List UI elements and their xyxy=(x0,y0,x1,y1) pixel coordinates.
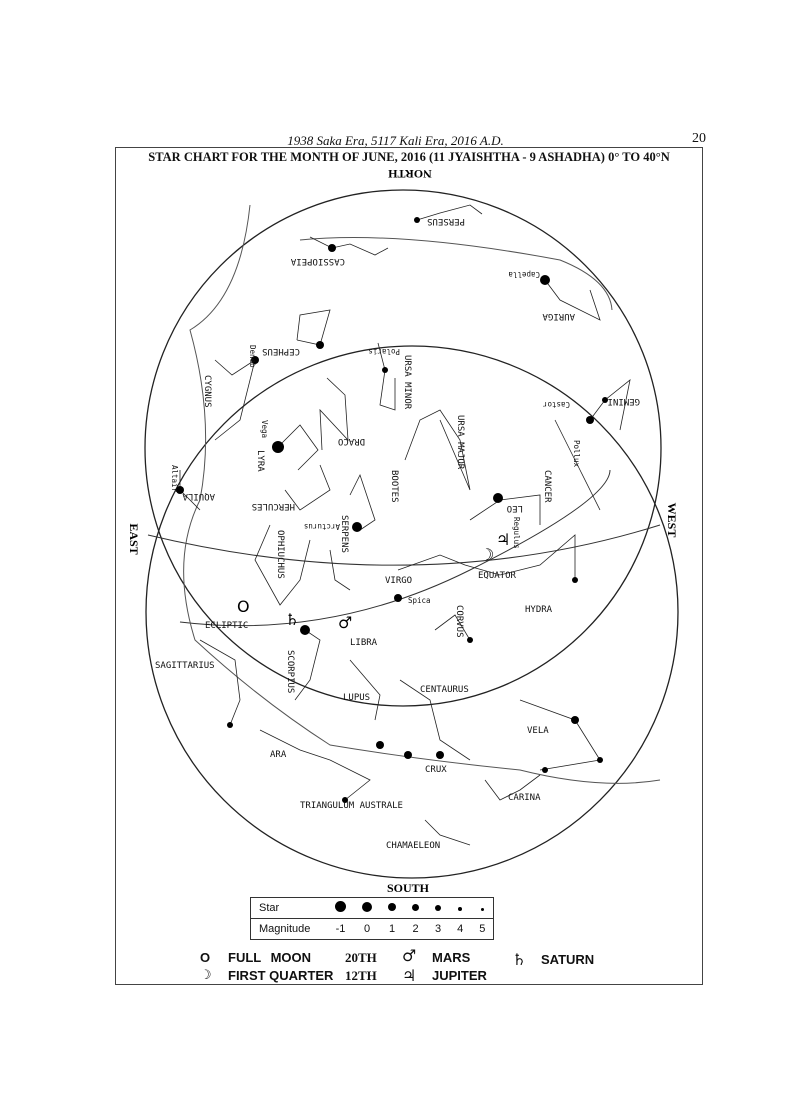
constellation-label: CHAMAELEON xyxy=(386,841,440,851)
constellation-label: CEPHEUS xyxy=(262,346,300,356)
constellation-label: HERCULES xyxy=(252,501,295,511)
star-label: Vega xyxy=(260,420,269,438)
constellation-label: PERSEUS xyxy=(427,216,465,226)
magnitude-value: 3 xyxy=(427,918,450,940)
full-moon-icon: O xyxy=(200,950,211,965)
north-label: NORTH xyxy=(388,167,432,181)
magnitude-value: 0 xyxy=(354,918,380,940)
constellation-label: VIRGO xyxy=(385,576,412,586)
jupiter-label: JUPITER xyxy=(432,968,487,983)
mars-icon: ♂ xyxy=(338,613,352,632)
constellation-label: OPHIUCHUS xyxy=(275,530,285,579)
west-label: WEST xyxy=(665,503,679,538)
constellation-label: GEMINI xyxy=(607,396,640,406)
saturn-label: SATURN xyxy=(541,952,595,967)
full-moon-icon: O xyxy=(237,597,250,616)
star-label: Capella xyxy=(508,270,540,279)
saturn-icon: ♄ xyxy=(512,950,527,969)
constellation-label: CENTAURUS xyxy=(420,685,469,695)
magnitude-value: 5 xyxy=(471,918,495,940)
chart-title: STAR CHART FOR THE MONTH OF JUNE, 2016 (… xyxy=(148,150,670,164)
equator-label: EQUATOR xyxy=(478,571,517,581)
star-label: Spica xyxy=(408,596,431,605)
constellation-label: LEO xyxy=(507,503,523,513)
ecliptic-label: ECLIPTIC xyxy=(205,621,248,631)
equator-line xyxy=(147,524,661,566)
constellation-label: LUPUS xyxy=(343,693,370,703)
magnitude-value: 1 xyxy=(380,918,404,940)
constellation-label: VELA xyxy=(527,726,549,736)
ecliptic-line xyxy=(179,469,611,627)
constellation-label: HYDRA xyxy=(525,605,553,615)
jupiter-icon: ♃ xyxy=(496,530,510,549)
star-label: Arcturus xyxy=(304,522,340,531)
magnitude-value: -1 xyxy=(327,918,354,940)
first-quarter-moon-icon: ☽ xyxy=(480,545,494,564)
horizon-circle-north xyxy=(144,189,662,707)
constellation-label: CRUX xyxy=(425,765,447,775)
magnitude-value: 4 xyxy=(449,918,472,940)
chart-frame xyxy=(115,147,703,985)
legend-magnitude-label: Magnitude xyxy=(250,918,327,940)
constellation-lines xyxy=(179,204,631,846)
star-label: Altair xyxy=(170,465,179,493)
magnitude-legend: Star Magnitude -1 0 1 2 3 4 5 xyxy=(250,897,495,940)
constellation-label: CANCER xyxy=(542,470,552,503)
first-quarter-date: 12TH xyxy=(345,968,377,983)
constellation-label: TRIANGULUM AUSTRALE xyxy=(300,801,403,811)
star-dot-mag2 xyxy=(412,904,419,911)
constellation-label: AQUILA xyxy=(182,491,215,501)
constellation-label: BOOTES xyxy=(389,470,399,503)
star-dot-mag-1 xyxy=(335,901,346,912)
star-dot-mag4 xyxy=(458,907,463,911)
legend-star-label: Star xyxy=(250,897,327,919)
milky-way-boundary xyxy=(183,204,661,784)
first-quarter-icon: ☽ xyxy=(200,968,212,983)
south-label: SOUTH xyxy=(387,881,430,895)
constellation-label: SCORPIUS xyxy=(285,650,295,693)
star-dot-mag5 xyxy=(480,908,484,911)
star-dot-mag3 xyxy=(435,905,442,911)
star-label: Regulus xyxy=(512,517,521,549)
star-dot-mag0 xyxy=(362,901,372,912)
horizon-circle-south xyxy=(145,345,679,879)
constellation-label: ARA xyxy=(270,750,287,760)
constellation-label: URSA MAJOR xyxy=(455,415,465,470)
full-moon-date: 20TH xyxy=(345,950,377,965)
saturn-icon: ♄ xyxy=(285,610,299,629)
constellation-label: CARINA xyxy=(508,793,541,803)
star-dot-mag1 xyxy=(388,903,396,911)
star-label: Deneb xyxy=(248,345,257,368)
star-label: Castor xyxy=(542,400,570,409)
running-header: 1938 Saka Era, 5117 Kali Era, 2016 A.D. xyxy=(287,133,504,148)
constellation-label: LIBRA xyxy=(350,638,378,648)
mars-label: MARS xyxy=(432,950,471,965)
jupiter-icon: ♃ xyxy=(402,966,417,985)
constellation-label: DRACO xyxy=(338,436,365,446)
constellation-label: CASSIOPEIA xyxy=(290,256,345,266)
constellation-label: CYGNUS xyxy=(202,375,212,408)
star-labels: Capella Polaris Deneb Vega Altair Castor… xyxy=(170,270,581,605)
constellation-label: SERPENS xyxy=(339,515,349,553)
stars xyxy=(176,217,608,803)
constellation-label: SAGITTARIUS xyxy=(155,661,215,671)
page-number: 20 xyxy=(692,131,706,146)
constellation-label: LYRA xyxy=(255,450,265,472)
star-label: Pollux xyxy=(572,440,581,468)
constellation-label: CORVUS xyxy=(454,605,464,638)
constellation-label: URSA MINOR xyxy=(402,355,412,410)
planet-symbols: O ☽ ♂ ♃ ♄ xyxy=(237,530,510,632)
magnitude-value: 2 xyxy=(404,918,427,940)
east-label: EAST xyxy=(127,523,141,554)
first-quarter-label: FIRST QUARTER xyxy=(228,968,334,983)
mars-icon: ♂ xyxy=(402,946,417,965)
constellation-label: AURIGA xyxy=(542,311,575,321)
full-moon-label: FULL MOON xyxy=(228,950,312,965)
milky-way-boundary xyxy=(299,237,613,311)
star-label: Polaris xyxy=(368,347,400,356)
constellation-labels: PERSEUS CASSIOPEIA AURIGA CEPHEUS URSA M… xyxy=(155,216,640,851)
